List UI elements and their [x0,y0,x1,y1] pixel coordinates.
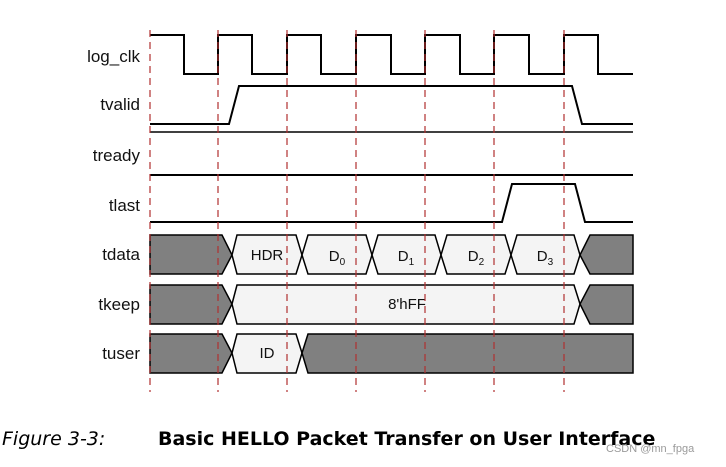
signal-label-tvalid: tvalid [100,95,140,114]
tdata-bus: HDR D0 D1 D2 D3 [149,234,634,275]
signal-label-tdata: tdata [102,245,140,264]
tdata-label-d1: D1 [398,248,415,268]
tuser-idle-start [149,333,233,374]
tuser-idle-end [301,333,634,374]
signal-label-tuser: tuser [102,344,140,363]
tkeep-idle-start [149,284,233,325]
tuser-label: ID [260,345,275,362]
figure-title: Basic HELLO Packet Transfer on User Inte… [158,428,656,450]
figure-number: Figure 3-3: [2,428,106,450]
signal-label-tready: tready [93,146,141,165]
tdata-label-d3: D3 [537,248,554,268]
watermark: CSDN @mn_fpga [606,443,695,455]
tlast-waveform [150,183,633,223]
signal-label-tkeep: tkeep [98,295,140,314]
tdata-label-d0: D0 [329,248,346,268]
figure-caption: Figure 3-3: Basic HELLO Packet Transfer … [0,428,726,458]
timing-diagram: log_clk tvalid tready tlast tdata tkeep … [87,30,634,392]
signal-label-clk: log_clk [87,47,140,66]
clk-waveform [150,34,633,75]
tdata-idle-end [579,234,634,275]
tkeep-label: 8'hFF [388,296,426,313]
clock-edge-markers [149,30,565,392]
tdata-label-d2: D2 [468,248,485,268]
tdata-idle-start [149,234,233,275]
signal-label-tlast: tlast [109,196,140,215]
tkeep-bus: 8'hFF [149,284,634,325]
tuser-bus: ID [149,333,634,374]
tvalid-waveform [150,85,633,125]
tdata-label-hdr: HDR [251,247,284,264]
tkeep-idle-end [579,284,634,325]
